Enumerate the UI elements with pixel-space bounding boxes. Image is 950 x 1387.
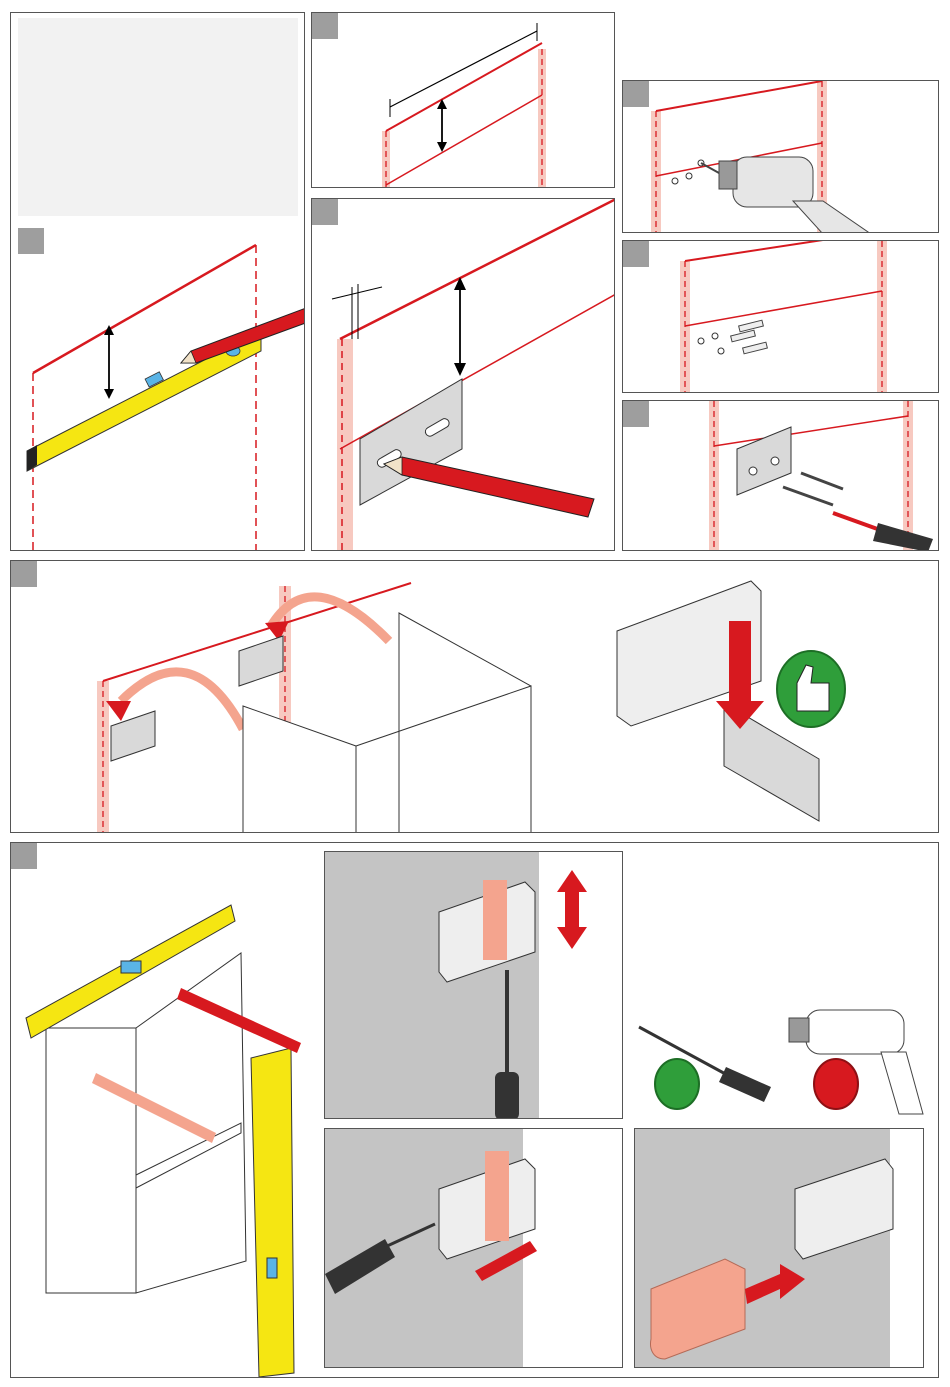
screw-icon [783, 473, 843, 505]
wall-plug-icon [731, 320, 768, 354]
panel-screw-bracket [622, 400, 939, 551]
cover-cap-illustration [635, 1129, 924, 1368]
tools-illustration [631, 852, 939, 1119]
panel-tools [630, 851, 939, 1119]
double-arrow-icon [104, 325, 114, 399]
drill-icon [789, 1010, 923, 1114]
mark-holes-illustration [312, 199, 615, 551]
panel-drill-holes [622, 80, 939, 233]
thumbs-up-icon [655, 1059, 699, 1109]
panel-cover-cap [634, 1128, 924, 1368]
panel-mark-holes [311, 198, 615, 551]
panel-measure-width [311, 12, 615, 188]
double-arrow-icon [454, 277, 466, 376]
screw-bracket-illustration [623, 401, 939, 551]
drill-holes-illustration [623, 81, 939, 233]
thumbs-up-icon [777, 651, 845, 727]
measure-width-illustration [312, 13, 615, 188]
adjust-depth-illustration [325, 1129, 623, 1368]
double-arrow-icon [437, 99, 447, 152]
pencil-icon [384, 457, 594, 517]
thumbs-down-icon [814, 1059, 858, 1109]
wall-bracket-icon [360, 379, 462, 505]
drill-icon [701, 157, 871, 233]
hang-cabinet-illustration [11, 561, 939, 833]
panel-adjust-depth [324, 1128, 623, 1368]
panel-adjust-height [324, 851, 623, 1119]
wall-bracket-icon [737, 427, 791, 495]
width-dimension-icon [390, 23, 537, 117]
panel-wall-plugs [622, 240, 939, 393]
wall-plugs-illustration [623, 241, 939, 393]
level-marking-illustration [11, 13, 305, 551]
panel-hang-cabinet [10, 560, 939, 833]
panel-mark-height [10, 12, 305, 551]
screwdriver-icon [833, 513, 933, 551]
adjust-height-illustration [325, 852, 623, 1119]
